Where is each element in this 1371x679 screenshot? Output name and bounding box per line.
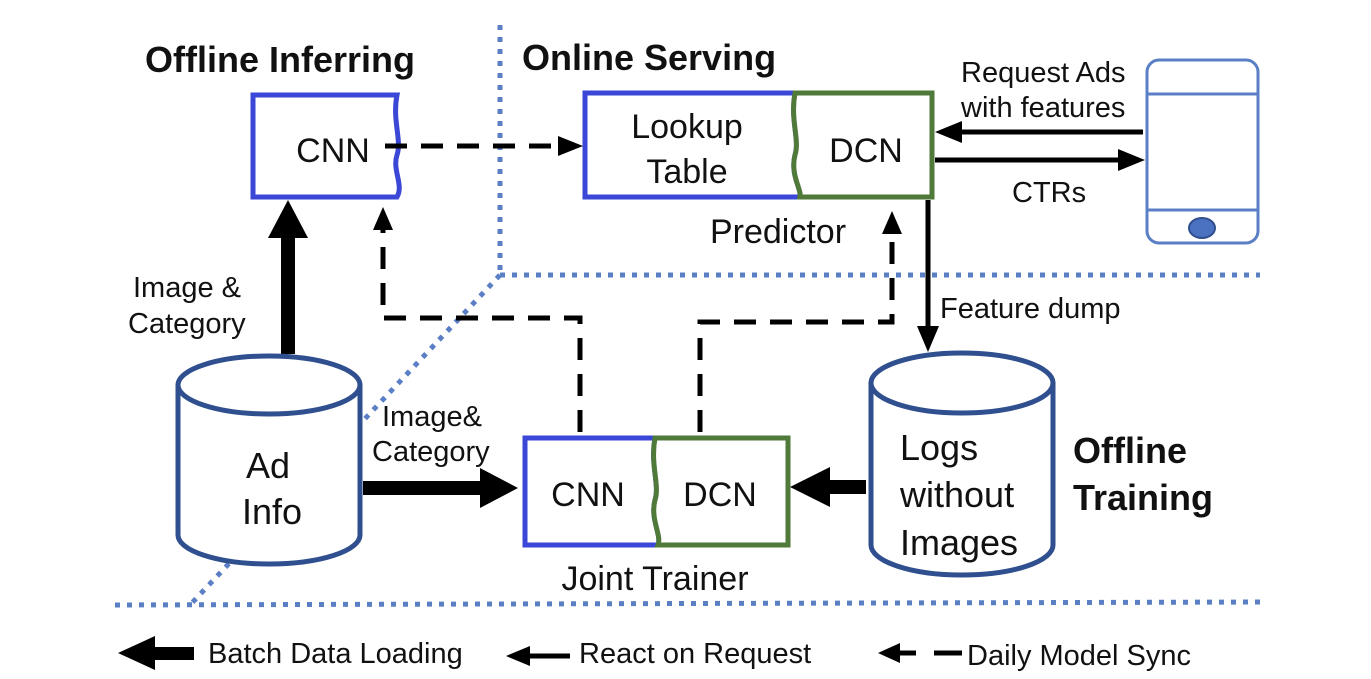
image-category-up-label-2: Category bbox=[128, 308, 246, 340]
request-arrow bbox=[935, 121, 1143, 143]
feature-dump-label: Feature dump bbox=[940, 293, 1121, 325]
ad-info-database: Ad Info bbox=[175, 353, 363, 567]
batch-arrow-ad-to-inferring bbox=[268, 200, 308, 354]
logs-label-2: without bbox=[899, 474, 1014, 515]
logs-label-3: Images bbox=[900, 522, 1018, 563]
request-label-1: Request Ads bbox=[961, 57, 1125, 89]
divider-diagonal bbox=[188, 273, 502, 607]
phone-icon bbox=[1145, 58, 1260, 245]
legend-sync-arrow-icon bbox=[878, 643, 962, 663]
legend: Batch Data Loading React on Request Dail… bbox=[118, 636, 1191, 672]
image-category-right-label-2: Category bbox=[372, 436, 490, 468]
legend-react-label: React on Request bbox=[579, 638, 811, 670]
predictor-dcn-label: DCN bbox=[829, 132, 903, 170]
trainer-cnn-label: CNN bbox=[551, 476, 625, 514]
inferring-cnn-label: CNN bbox=[296, 132, 370, 170]
image-category-right-label-1: Image& bbox=[382, 401, 482, 433]
section-title-offline-inferring: Offline Inferring bbox=[145, 39, 415, 80]
logs-label-1: Logs bbox=[900, 427, 978, 468]
legend-sync-label: Daily Model Sync bbox=[967, 640, 1191, 672]
ad-info-label-1: Ad bbox=[246, 445, 290, 486]
legend-batch-arrow-icon bbox=[118, 636, 194, 670]
legend-react-arrow-icon bbox=[506, 646, 570, 666]
ad-info-label-2: Info bbox=[242, 491, 302, 532]
legend-batch-label: Batch Data Loading bbox=[208, 638, 463, 670]
ctrs-label: CTRs bbox=[1012, 177, 1086, 209]
image-category-up-label-1: Image & bbox=[133, 272, 241, 304]
section-dividers bbox=[114, 25, 1261, 608]
section-title-offline-training-2: Training bbox=[1073, 477, 1213, 518]
predictor-block: Lookup Table DCN bbox=[582, 90, 935, 200]
lookup-table-label-1: Lookup bbox=[631, 108, 743, 146]
sync-arrow-trainer-to-predictor bbox=[697, 211, 902, 432]
feature-dump-arrow bbox=[917, 200, 939, 352]
joint-trainer-block: CNN DCN bbox=[522, 435, 791, 548]
request-label-2: with features bbox=[960, 92, 1125, 124]
trainer-dcn-label: DCN bbox=[683, 476, 757, 514]
section-title-online-serving: Online Serving bbox=[522, 37, 776, 78]
sync-arrow-cnn-to-lookup bbox=[385, 136, 583, 156]
sync-arrow-trainer-to-inferring bbox=[373, 207, 583, 432]
logs-database: Logs without Images bbox=[868, 350, 1056, 578]
predictor-label: Predictor bbox=[710, 213, 846, 251]
joint-trainer-label: Joint Trainer bbox=[561, 560, 748, 598]
lookup-table-label-2: Table bbox=[646, 153, 727, 191]
divider-legend bbox=[114, 599, 1261, 608]
inferring-cnn-block: CNN bbox=[250, 92, 402, 200]
batch-arrow-logs-to-trainer bbox=[790, 467, 866, 507]
batch-arrow-ad-to-trainer bbox=[363, 468, 518, 508]
ctr-arrow bbox=[935, 149, 1145, 171]
section-title-offline-training-1: Offline bbox=[1073, 430, 1187, 471]
